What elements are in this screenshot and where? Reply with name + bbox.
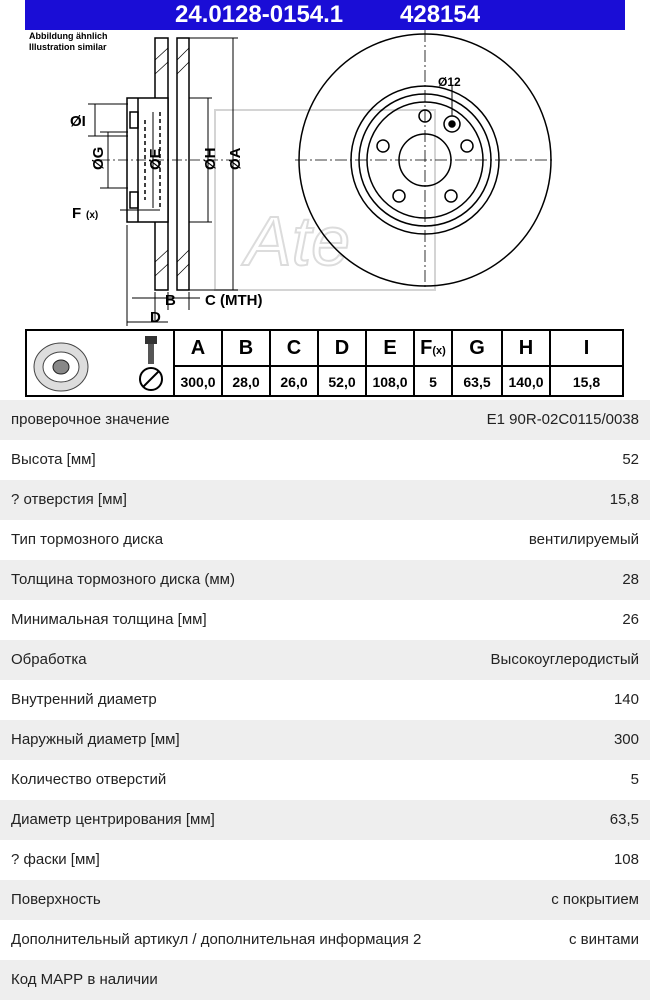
value-c: 26,0	[269, 365, 317, 395]
dim-label-f: F	[72, 205, 81, 222]
spec-row: ? фаски [мм] 108	[0, 840, 650, 880]
col-header-e: E	[365, 331, 413, 365]
spec-label: Поверхность	[11, 891, 101, 908]
spec-row: Наружный диаметр [мм] 300	[0, 720, 650, 760]
dimension-lines	[88, 37, 238, 326]
value-f: 5	[413, 365, 451, 395]
header-banner: 24.0128-0154.1 428154	[25, 0, 625, 30]
dimension-labels: ØI ØG ØE ØH ØA F (x) B C (MTH) D	[70, 113, 262, 326]
note-line-en: Illustration similar	[29, 42, 107, 52]
dim-label-h: ØH	[202, 148, 219, 171]
dim-label-b: B	[165, 292, 176, 309]
col-header-d: D	[317, 331, 365, 365]
dim-label-a: ØA	[227, 147, 244, 170]
spec-value: E1 90R-02C0115/0038	[486, 411, 639, 428]
spec-label: ? фаски [мм]	[11, 851, 100, 868]
dim-label-f-sub: (x)	[86, 210, 98, 221]
dim-label-e: ØE	[147, 148, 164, 170]
disc-cross-section	[100, 37, 240, 291]
spec-label: Обработка	[11, 651, 87, 668]
col-header-f: F(x)	[413, 331, 451, 365]
spec-row: Тип тормозного диска вентилируемый	[0, 520, 650, 560]
spec-label: ? отверстия [мм]	[11, 491, 127, 508]
value-h: 140,0	[501, 365, 549, 395]
spec-value: с винтами	[568, 931, 639, 948]
spec-label: проверочное значение	[11, 411, 170, 428]
spec-value: 63,5	[609, 811, 639, 828]
disc-thumbnail-icon	[33, 342, 89, 392]
spec-value: 28	[622, 571, 639, 588]
part-number: 24.0128-0154.1	[175, 1, 344, 28]
spec-row: Поверхность с покрытием	[0, 880, 650, 920]
spec-label: Код МАРР в наличии	[11, 971, 158, 988]
spec-value: 300	[613, 731, 639, 748]
hole-diameter-label: Ø12	[438, 75, 461, 89]
note-line-de: Abbildung ähnlich	[29, 31, 108, 41]
spec-label: Минимальная толщина [мм]	[11, 611, 207, 628]
spec-label: Толщина тормозного диска (мм)	[11, 571, 235, 588]
dim-label-g: ØG	[90, 147, 107, 170]
spec-label: Количество отверстий	[11, 771, 167, 788]
dimension-table: A B C D E F(x) G H I 300,0 28,0 26,0 52,…	[25, 329, 624, 397]
col-header-f-letter: F	[420, 337, 433, 359]
spec-row: Высота [мм] 52	[0, 440, 650, 480]
bolt-icon	[139, 336, 163, 391]
value-a: 300,0	[173, 365, 221, 395]
col-header-i: I	[549, 331, 622, 365]
value-b: 28,0	[221, 365, 269, 395]
col-header-b: B	[221, 331, 269, 365]
spec-value: 52	[622, 451, 639, 468]
spec-value: 5	[630, 771, 639, 788]
spec-label: Внутренний диаметр	[11, 691, 157, 708]
spec-row: Минимальная толщина [мм] 26	[0, 600, 650, 640]
col-header-c: C	[269, 331, 317, 365]
value-e: 108,0	[365, 365, 413, 395]
dim-label-c: C (MTH)	[205, 292, 262, 309]
spec-value: 140	[613, 691, 639, 708]
spec-row: Внутренний диаметр 140	[0, 680, 650, 720]
value-d: 52,0	[317, 365, 365, 395]
value-i: 15,8	[549, 365, 622, 395]
spec-label: Диаметр центрирования [мм]	[11, 811, 215, 828]
spec-row: Обработка Высокоуглеродистый	[0, 640, 650, 680]
brake-disc-drawing: Ate	[70, 30, 555, 326]
spec-label: Дополнительный артикул / дополнительная …	[11, 931, 422, 948]
spec-label: Высота [мм]	[11, 451, 96, 468]
svg-text:Ate: Ate	[241, 202, 350, 280]
spec-label: Тип тормозного диска	[11, 531, 164, 548]
spec-value: вентилируемый	[528, 531, 639, 548]
spec-row: Диаметр центрирования [мм] 63,5	[0, 800, 650, 840]
col-header-f-sub: (x)	[432, 345, 446, 357]
spec-row: Код МАРР в наличии	[0, 960, 650, 1000]
spec-value: 15,8	[609, 491, 639, 508]
dim-label-i: ØI	[70, 113, 86, 130]
spec-row: Толщина тормозного диска (мм) 28	[0, 560, 650, 600]
spec-value: Высокоуглеродистый	[490, 651, 639, 668]
col-header-a: A	[173, 331, 221, 365]
spec-row: проверочное значение E1 90R-02C0115/0038	[0, 400, 650, 440]
spec-row: ? отверстия [мм] 15,8	[0, 480, 650, 520]
spec-value: 26	[622, 611, 639, 628]
ref-number: 428154	[400, 1, 481, 28]
spec-row: Дополнительный артикул / дополнительная …	[0, 920, 650, 960]
col-header-h: H	[501, 331, 549, 365]
illustration-note: Abbildung ähnlich Illustration similar	[29, 31, 108, 53]
spec-label: Наружный диаметр [мм]	[11, 731, 180, 748]
value-g: 63,5	[451, 365, 501, 395]
watermark-logo: Ate	[214, 109, 436, 291]
col-header-g: G	[451, 331, 501, 365]
spec-row: Количество отверстий 5	[0, 760, 650, 800]
spec-value: с покрытием	[551, 891, 639, 908]
dim-label-d: D	[150, 309, 161, 326]
spec-value: 108	[613, 851, 639, 868]
disc-front-view	[295, 30, 555, 290]
